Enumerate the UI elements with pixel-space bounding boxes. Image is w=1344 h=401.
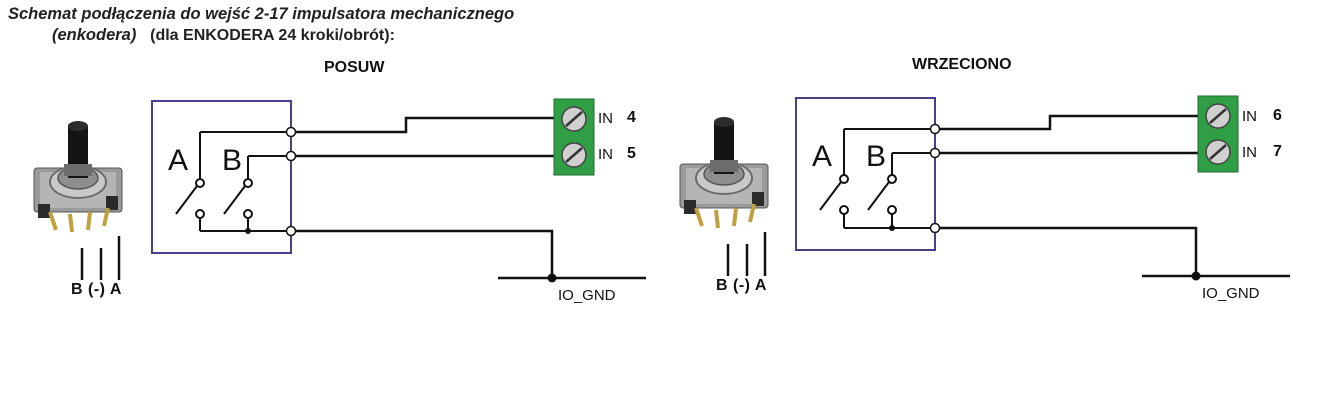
gnd-label: IO_GND <box>1202 285 1260 302</box>
gnd-label: IO_GND <box>558 287 616 304</box>
box-terminals <box>929 123 941 234</box>
diagram-title: Schemat podłączenia do wejść 2-17 impuls… <box>8 4 514 46</box>
encoder-leads <box>726 232 767 276</box>
rotary-encoder-icon <box>678 115 770 230</box>
switch-label-b: B <box>222 144 243 177</box>
section-title-posuw: POSUW <box>324 59 385 76</box>
screw-terminal-icon <box>552 97 596 177</box>
screw-terminal-icon <box>1196 94 1240 174</box>
section-wrzeciono <box>678 94 1290 281</box>
switch-box <box>795 97 936 251</box>
input-label-in5: IN <box>598 146 613 163</box>
input-number-4: 4 <box>627 109 636 126</box>
switch-label-a: A <box>168 144 189 177</box>
input-label-in6: IN <box>1242 108 1257 125</box>
switch-a <box>819 128 935 228</box>
input-number-7: 7 <box>1273 143 1282 160</box>
input-label-in7: IN <box>1242 144 1257 161</box>
section-posuw <box>32 97 646 283</box>
signal-wires <box>296 116 646 280</box>
input-number-6: 6 <box>1273 107 1282 124</box>
gnd-junction <box>547 273 557 283</box>
gnd-junction <box>1191 271 1201 281</box>
title-line-1: Schemat podłączenia do wejść 2-17 impuls… <box>8 5 515 23</box>
switch-label-b: B <box>866 140 887 173</box>
input-label-in4: IN <box>598 110 613 127</box>
box-terminals <box>285 126 297 237</box>
switch-box <box>151 100 292 254</box>
title-line-2: (enkodera) (dla ENKODERA 24 kroki/obrót)… <box>8 25 514 46</box>
encoder-pin-labels: B (-) A <box>716 277 767 294</box>
section-title-wrzeciono: WRZECIONO <box>912 56 1012 73</box>
switch-label-a: A <box>812 140 833 173</box>
title-encoder-spec: (dla ENKODERA 24 kroki/obrót): <box>150 27 395 44</box>
switch-b <box>223 155 291 231</box>
signal-wires <box>940 114 1290 278</box>
title-enkodera: (enkodera) <box>52 26 137 44</box>
switch-a <box>175 131 291 231</box>
switch-b <box>867 152 935 228</box>
encoder-leads <box>80 236 121 280</box>
encoder-pin-labels: B (-) A <box>71 281 122 298</box>
rotary-encoder-icon <box>32 119 124 234</box>
input-number-5: 5 <box>627 145 636 162</box>
